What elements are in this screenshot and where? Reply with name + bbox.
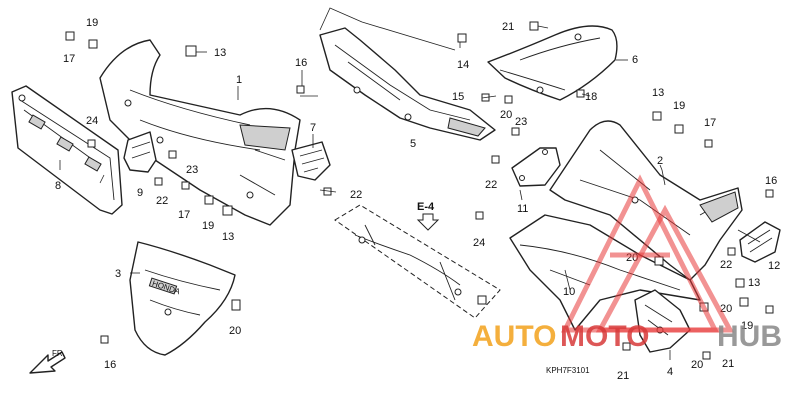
- callout-4: 4: [667, 366, 673, 378]
- part-2-front-cover: [549, 120, 743, 281]
- callout-13: 13: [214, 47, 226, 59]
- part-3-front-cover: HONDA: [129, 241, 236, 356]
- callout-17: 17: [704, 117, 716, 129]
- part-10-lower-cover: [509, 214, 701, 331]
- callout-20: 20: [691, 359, 703, 371]
- callout-23: 23: [515, 116, 527, 128]
- part-8-side-rail: [11, 85, 123, 215]
- callout-23: 23: [186, 164, 198, 176]
- callout-5: 5: [410, 138, 416, 150]
- callout-13: 13: [222, 231, 234, 243]
- callout-12: 12: [768, 260, 780, 272]
- callout-11: 11: [517, 203, 528, 215]
- callout-17: 17: [178, 209, 190, 221]
- callout-22: 22: [485, 179, 497, 191]
- callout-1: 1: [236, 74, 242, 86]
- callout-19: 19: [202, 220, 214, 232]
- part-11-bracket: [511, 147, 561, 187]
- callout-20: 20: [500, 109, 512, 121]
- e4-reference-arrow: E-4: [416, 201, 440, 231]
- watermark-moto: MOTO: [560, 320, 649, 353]
- callout-9: 9: [137, 187, 143, 199]
- part-7-clip: [291, 141, 331, 181]
- watermark-auto: AUTO: [472, 320, 556, 353]
- part-5-center-shroud: [319, 27, 496, 141]
- callout-17: 17: [63, 53, 75, 65]
- watermark-hub: HUB: [717, 320, 782, 353]
- e4-label: E-4: [417, 201, 435, 213]
- callout-6: 6: [632, 54, 638, 66]
- callout-16: 16: [765, 175, 777, 187]
- callout-21: 21: [502, 21, 514, 33]
- callout-8: 8: [55, 180, 61, 192]
- diagram-code: KPH7F3101: [546, 366, 590, 375]
- callout-2: 2: [657, 155, 663, 167]
- callout-22: 22: [156, 195, 168, 207]
- callout-22: 22: [720, 259, 732, 271]
- callout-13: 13: [748, 277, 760, 289]
- callout-16: 16: [295, 57, 307, 69]
- e4-assembly-box: [334, 204, 501, 319]
- watermark-logo: AUTO MOTO HUB: [472, 174, 782, 353]
- callout-22: 22: [350, 189, 362, 201]
- callout-20: 20: [229, 325, 241, 337]
- callout-16: 16: [104, 359, 116, 371]
- callout-24: 24: [473, 237, 485, 249]
- part-1-inner-cover: [99, 39, 301, 226]
- callout-18: 18: [585, 91, 597, 103]
- callout-13: 13: [652, 87, 664, 99]
- callout-labels: 1 2 3 4 5 6 7 8 9 10 11 12 13 13 13 13 1…: [55, 17, 780, 382]
- front-direction-label: FR.: [52, 349, 65, 358]
- callout-10: 10: [563, 286, 575, 298]
- callout-21: 21: [617, 370, 629, 382]
- callout-15: 15: [452, 91, 464, 103]
- callout-19: 19: [673, 100, 685, 112]
- callout-7: 7: [310, 122, 316, 134]
- part-9-bracket: [123, 131, 157, 173]
- callout-14: 14: [457, 59, 469, 71]
- leader-lines: [59, 7, 761, 360]
- callout-19: 19: [86, 17, 98, 29]
- front-direction-arrow: FR.: [29, 349, 66, 374]
- part-6-upper-cover: [487, 25, 618, 101]
- callout-24: 24: [86, 115, 98, 127]
- callout-19: 19: [741, 320, 753, 332]
- callout-3: 3: [115, 268, 121, 280]
- callout-21: 21: [722, 358, 734, 370]
